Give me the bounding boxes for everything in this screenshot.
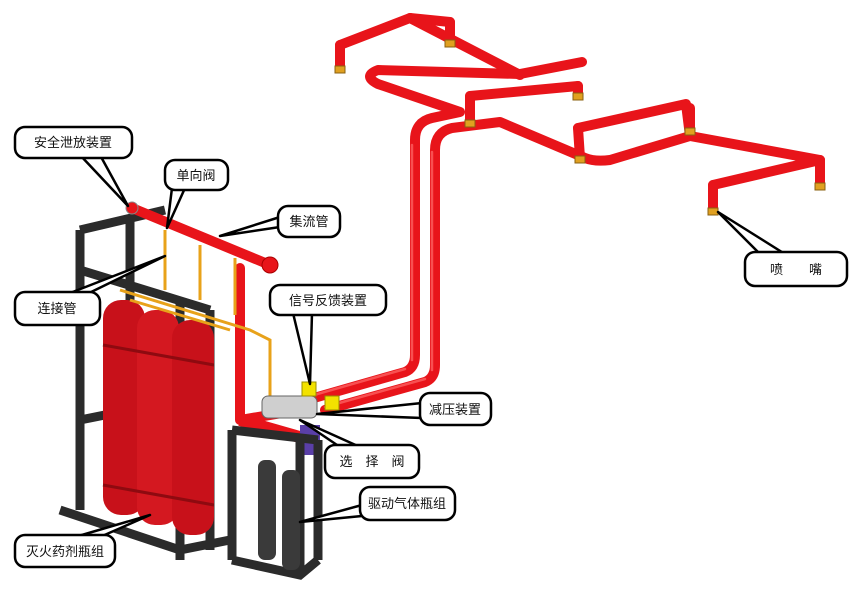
label-check-valve: 单向阀 xyxy=(176,168,215,184)
label-safety-relief: 安全泄放装置 xyxy=(34,135,112,151)
agent-cylinders xyxy=(102,300,215,535)
nozzle-icon xyxy=(707,207,719,216)
callout-connecting-pipe: 连接管 xyxy=(13,254,167,327)
label-pressure-reducer: 减压装置 xyxy=(429,403,481,418)
callout-signal-feedback: 信号反馈装置 xyxy=(268,283,388,386)
nozzle-icon xyxy=(684,127,696,136)
nozzle-icon xyxy=(572,92,584,101)
connecting-pipes xyxy=(119,230,272,400)
nozzle-icon xyxy=(444,39,456,48)
callout-check-valve: 单向阀 xyxy=(163,158,230,230)
label-selector-valve: 选 择 阀 xyxy=(339,455,404,470)
callout-manifold: 集流管 xyxy=(218,204,342,239)
callout-safety-relief: 安全泄放装置 xyxy=(13,125,134,208)
nozzle-icon xyxy=(574,155,586,164)
label-drive-gas-cylinders: 驱动气体瓶组 xyxy=(368,496,446,512)
label-nozzle: 喷 嘴 xyxy=(770,263,822,278)
nozzle-icon xyxy=(814,182,826,191)
callout-drive-gas: 驱动气体瓶组 xyxy=(298,485,457,524)
callout-pressure-reducer: 减压装置 xyxy=(315,391,493,427)
callout-selector-valve: 选 择 阀 xyxy=(298,418,421,480)
callout-nozzle: 喷 嘴 xyxy=(716,210,849,288)
callout-agent-cylinders: 灭火药剂瓶组 xyxy=(13,513,152,569)
label-agent-cylinders: 灭火药剂瓶组 xyxy=(26,545,104,560)
nozzles xyxy=(334,39,826,216)
label-connecting-pipe: 连接管 xyxy=(37,301,76,317)
nozzle-icon xyxy=(334,65,346,74)
pipe-network xyxy=(295,13,825,415)
drive-gas-rack xyxy=(227,425,323,580)
nozzle-icon xyxy=(464,119,476,128)
label-manifold: 集流管 xyxy=(289,214,328,230)
label-signal-feedback: 信号反馈装置 xyxy=(289,294,367,309)
